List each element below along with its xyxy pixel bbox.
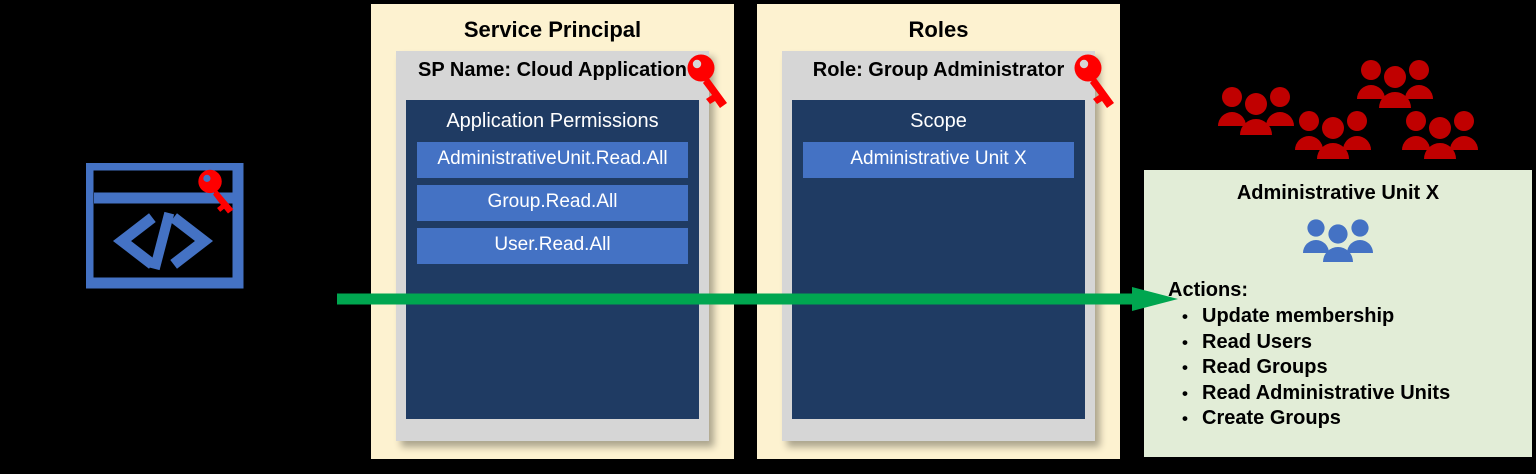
panel-title-roles: Roles <box>908 17 969 42</box>
actions-label: Actions: <box>1168 279 1248 301</box>
scope-chip-list: Administrative Unit X <box>792 142 1085 178</box>
key-icon <box>198 169 234 214</box>
permission-chip[interactable]: User.Read.All <box>417 228 688 264</box>
key-icon <box>1073 54 1117 108</box>
action-list-item: • Read Groups <box>1168 355 1532 381</box>
roles-card: Role: Group Administrator Scope Administ… <box>782 51 1095 441</box>
sp-name-header: SP Name: Cloud Application <box>418 59 687 81</box>
permission-chip-list: AdministrativeUnit.Read.All Group.Read.A… <box>406 142 699 264</box>
action-list-item: • Read Administrative Units <box>1168 381 1532 407</box>
bullet-icon: • <box>1182 409 1188 429</box>
administrative-unit-title: Administrative Unit X <box>1236 182 1440 204</box>
red-people-cluster-2 <box>1355 57 1435 109</box>
scope-body: Scope Administrative Unit X <box>792 100 1085 419</box>
service-principal-card: SP Name: Cloud Application Application P… <box>396 51 709 441</box>
access-flow-arrow <box>337 285 1182 313</box>
scope-title: Scope <box>910 110 967 132</box>
code-application-window-icon <box>86 163 251 293</box>
red-people-cluster-1 <box>1216 84 1296 136</box>
bullet-icon: • <box>1182 383 1188 403</box>
service-principal-panel: Service Principal SP Name: Cloud Applica… <box>371 4 734 459</box>
administrative-unit-panel: Administrative Unit X Actions: • Update … <box>1144 170 1532 457</box>
action-label: Create Groups <box>1202 407 1341 430</box>
panel-title-service-principal: Service Principal <box>463 17 642 42</box>
action-label: Read Users <box>1202 330 1313 353</box>
red-people-cluster-4 <box>1400 108 1480 160</box>
bullet-icon: • <box>1182 358 1188 378</box>
key-icon <box>686 54 730 108</box>
action-list-item: • Read Users <box>1168 330 1532 356</box>
actions-list-container: Actions: • Update membership • Read User… <box>1144 279 1532 432</box>
permission-chip[interactable]: Group.Read.All <box>417 185 688 221</box>
role-name-header: Role: Group Administrator <box>812 59 1065 81</box>
action-label: Read Groups <box>1202 356 1328 379</box>
action-label: Update membership <box>1202 305 1395 327</box>
application-permissions-title: Application Permissions <box>446 110 659 132</box>
roles-panel: Roles Role: Group Administrator Scope Ad… <box>757 4 1120 459</box>
bullet-icon: • <box>1182 332 1188 352</box>
red-people-cluster-3 <box>1293 108 1373 160</box>
action-list-item: • Create Groups <box>1168 406 1532 432</box>
bullet-icon: • <box>1182 307 1188 326</box>
application-permissions-body: Application Permissions AdministrativeUn… <box>406 100 699 419</box>
action-label: Read Administrative Units <box>1202 381 1451 404</box>
permission-chip[interactable]: AdministrativeUnit.Read.All <box>417 142 688 178</box>
action-list-item: • Update membership <box>1168 304 1532 330</box>
scope-chip[interactable]: Administrative Unit X <box>803 142 1074 178</box>
people-group-icon <box>1302 217 1374 263</box>
